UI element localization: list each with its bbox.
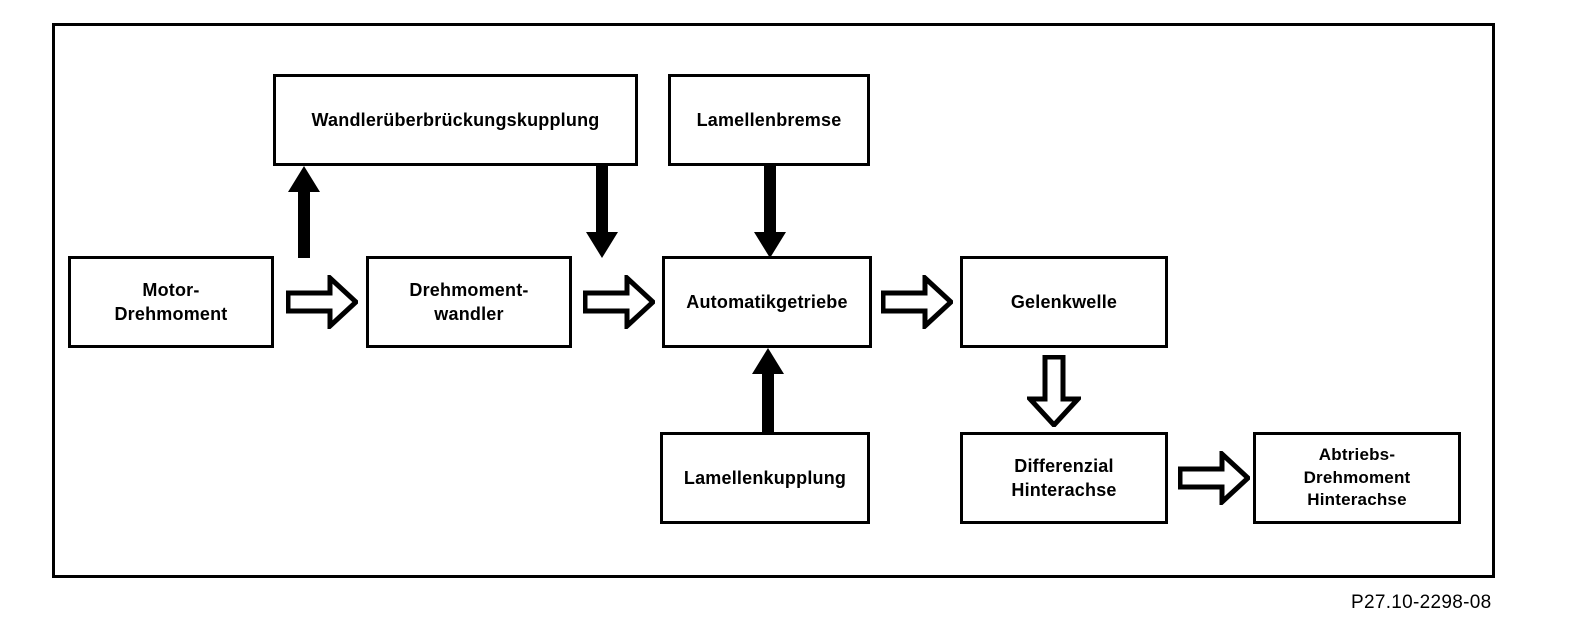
box-label: Lamellenkupplung [683, 467, 847, 488]
arrow-down-gelenkwelle-to-differenzial [1027, 355, 1081, 427]
box-label: Automatikgetriebe [686, 291, 848, 312]
arrow-right-getriebe-to-gelenkwelle [881, 275, 953, 329]
box-label: Motor- Drehmoment [114, 279, 228, 324]
box-label: Abtriebs- Drehmoment Hinterachse [1303, 444, 1411, 510]
diagram-frame [52, 23, 1495, 578]
box-drehmomentwandler[interactable]: Drehmoment- wandler [366, 256, 572, 348]
diagram-caption: P27.10-2298-08 [1351, 592, 1492, 613]
box-wandlerueberbrueckungskupplung[interactable]: Wandlerüberbrückungskupplung [273, 74, 638, 166]
arrow-right-wandler-to-getriebe [583, 275, 655, 329]
arrow-up-wandler-to-wuek [287, 166, 321, 258]
box-automatikgetriebe[interactable]: Automatikgetriebe [662, 256, 872, 348]
box-motor-drehmoment[interactable]: Motor- Drehmoment [68, 256, 274, 348]
box-label: Wandlerüberbrückungskupplung [311, 109, 600, 130]
box-lamellenkupplung[interactable]: Lamellenkupplung [660, 432, 870, 524]
box-differenzial-hinterachse[interactable]: Differenzial Hinterachse [960, 432, 1168, 524]
box-gelenkwelle[interactable]: Gelenkwelle [960, 256, 1168, 348]
arrow-down-wuek-to-wandler [585, 166, 619, 258]
box-abtriebs-drehmoment-hinterachse[interactable]: Abtriebs- Drehmoment Hinterachse [1253, 432, 1461, 524]
arrow-up-lamellenkupplung-to-getriebe [751, 348, 785, 434]
box-label: Gelenkwelle [1010, 291, 1118, 312]
box-label: Differenzial Hinterachse [1011, 455, 1117, 500]
arrow-right-differenzial-to-abtrieb [1178, 451, 1250, 505]
box-label: Drehmoment- wandler [409, 279, 529, 324]
arrow-right-motor-to-wandler [286, 275, 358, 329]
box-label: Lamellenbremse [696, 109, 842, 130]
arrow-down-lamellenbremse-to-getriebe [753, 166, 787, 258]
box-lamellenbremse[interactable]: Lamellenbremse [668, 74, 870, 166]
